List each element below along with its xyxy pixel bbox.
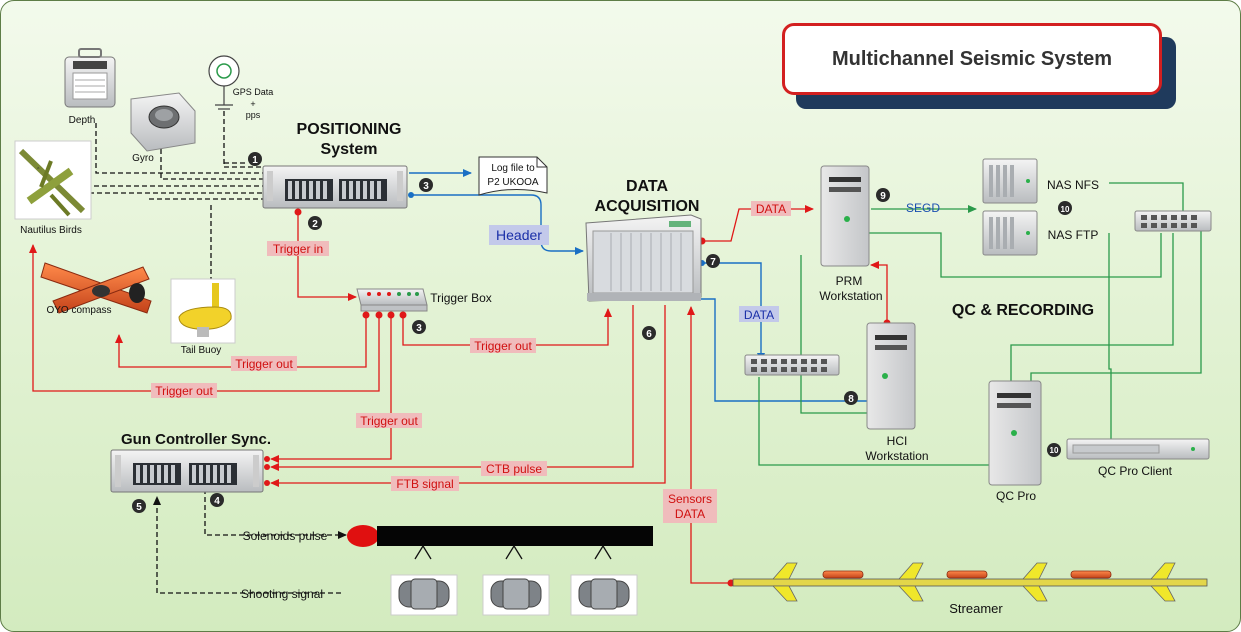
hci-workstation-icon	[866, 322, 916, 430]
network-lines	[758, 182, 1202, 466]
streamer-label: Streamer	[949, 601, 1003, 616]
positioning-system-unit	[262, 165, 408, 209]
gps-label-3: pps	[246, 110, 261, 120]
data-acquisition-unit	[585, 214, 702, 302]
prm-label-2: Workstation	[819, 289, 882, 303]
hci-label-2: Workstation	[865, 449, 928, 463]
prm-label-1: PRM	[836, 274, 863, 288]
solenoids-label: Solenoids pulse	[243, 529, 328, 543]
hci-label-1: HCI	[887, 434, 908, 448]
svg-text:5: 5	[136, 502, 142, 513]
svg-text:2: 2	[312, 219, 318, 230]
qc-pro-client-icon	[1066, 438, 1210, 460]
svg-text:8: 8	[848, 394, 854, 405]
data-acquisition-title-1: DATA	[626, 178, 669, 195]
trigger-in-label: Trigger in	[273, 242, 323, 256]
gps-label-2: +	[250, 99, 255, 109]
shooting-label: Shooting signal	[241, 587, 323, 601]
title-box: Multichannel Seismic System	[782, 23, 1176, 109]
prm-workstation-icon	[820, 165, 870, 267]
oyo-compass-icon	[40, 262, 152, 314]
step-badge-8: 8	[844, 391, 858, 405]
airgun-icon	[390, 574, 458, 616]
gun-controller-unit	[110, 449, 264, 493]
depth-label: Depth	[69, 115, 96, 126]
sensors-label-2: DATA	[675, 507, 705, 521]
gun-array	[347, 525, 653, 616]
gps-label-1: GPS Data	[233, 87, 274, 97]
gyro-icon	[130, 92, 196, 152]
trigger-out-label-1: Trigger out	[235, 357, 293, 371]
svg-text:9: 9	[880, 191, 886, 202]
segd-label: SEGD	[906, 201, 940, 215]
airgun-icon	[482, 574, 550, 616]
gps-antenna-icon	[208, 55, 240, 110]
step-badge-3b: 3	[412, 320, 426, 334]
blue-label-backgrounds	[489, 225, 779, 322]
step-badge-10b: 10	[1047, 443, 1061, 457]
streamer	[732, 562, 1208, 602]
svg-text:4: 4	[214, 496, 220, 507]
oyo-label: OYO compass	[46, 305, 111, 316]
qc-pro-label: QC Pro	[996, 489, 1036, 503]
step-badge-4: 4	[210, 493, 224, 507]
nautilus-bird-icon: ﾞ	[14, 140, 92, 220]
step-badge-9: 9	[876, 188, 890, 202]
data-acquisition-title-2: ACQUISITION	[595, 198, 700, 215]
qc-pro-client-label: QC Pro Client	[1098, 464, 1173, 478]
nas-ftp-icon	[982, 210, 1038, 256]
data-switch-icon	[744, 354, 840, 376]
ctb-pulse-label: CTB pulse	[486, 462, 542, 476]
svg-text:6: 6	[646, 329, 652, 340]
step-badge-5: 5	[132, 499, 146, 513]
sensors-label-1: Sensors	[668, 492, 712, 506]
step-badge-3: 3	[419, 178, 433, 192]
svg-text:10: 10	[1050, 446, 1059, 455]
svg-text:7: 7	[710, 257, 716, 268]
trigger-out-label-3: Trigger out	[360, 414, 418, 428]
nas-ftp-label: NAS FTP	[1048, 228, 1099, 242]
log-file-label-1: Log file to	[491, 163, 535, 174]
positioning-title-1: POSITIONING	[297, 121, 402, 138]
trigger-box-label: Trigger Box	[430, 291, 492, 305]
qc-pro-tower-icon	[988, 380, 1042, 486]
gun-controller-title: Gun Controller Sync.	[121, 431, 271, 448]
label-backgrounds	[151, 201, 791, 523]
ftb-signal-label: FTB signal	[396, 477, 453, 491]
svg-text:ﾞ: ﾞ	[37, 167, 42, 177]
trigger-box-unit	[356, 288, 428, 312]
log-file-document-icon	[478, 156, 548, 196]
qc-recording-title: QC & RECORDING	[952, 302, 1094, 319]
nas-nfs-label: NAS NFS	[1047, 178, 1099, 192]
log-file-label-2: P2 UKOOA	[487, 177, 538, 188]
trigger-out-label-2: Trigger out	[155, 384, 213, 398]
positioning-title-2: System	[321, 141, 378, 158]
depth-sensor-icon	[64, 48, 116, 108]
nas-nfs-icon	[982, 158, 1038, 204]
airgun-icon	[570, 574, 638, 616]
network-switch-icon	[1134, 210, 1212, 232]
svg-text:3: 3	[423, 181, 429, 192]
step-badge-7: 7	[706, 254, 720, 268]
trigger-out-label-4: Trigger out	[474, 339, 532, 353]
step-badge-1: 1	[248, 152, 262, 166]
data-label-1: DATA	[756, 202, 786, 216]
diagram-title: Multichannel Seismic System	[782, 23, 1162, 95]
tail-buoy-label: Tail Buoy	[181, 345, 222, 356]
sensor-cables	[41, 111, 347, 594]
svg-text:1: 1	[252, 155, 258, 166]
svg-text:3: 3	[416, 323, 422, 334]
data-label-2: DATA	[744, 308, 774, 322]
step-badge-2: 2	[308, 216, 322, 230]
data-lines	[409, 169, 869, 402]
step-badge-6: 6	[642, 326, 656, 340]
svg-text:10: 10	[1061, 205, 1070, 214]
header-label: Header	[496, 227, 542, 243]
tail-buoy-icon	[170, 278, 236, 344]
step-badge-10: 10	[1058, 201, 1072, 215]
nautilus-label: Nautilus Birds	[20, 225, 82, 236]
gyro-label: Gyro	[132, 153, 154, 164]
